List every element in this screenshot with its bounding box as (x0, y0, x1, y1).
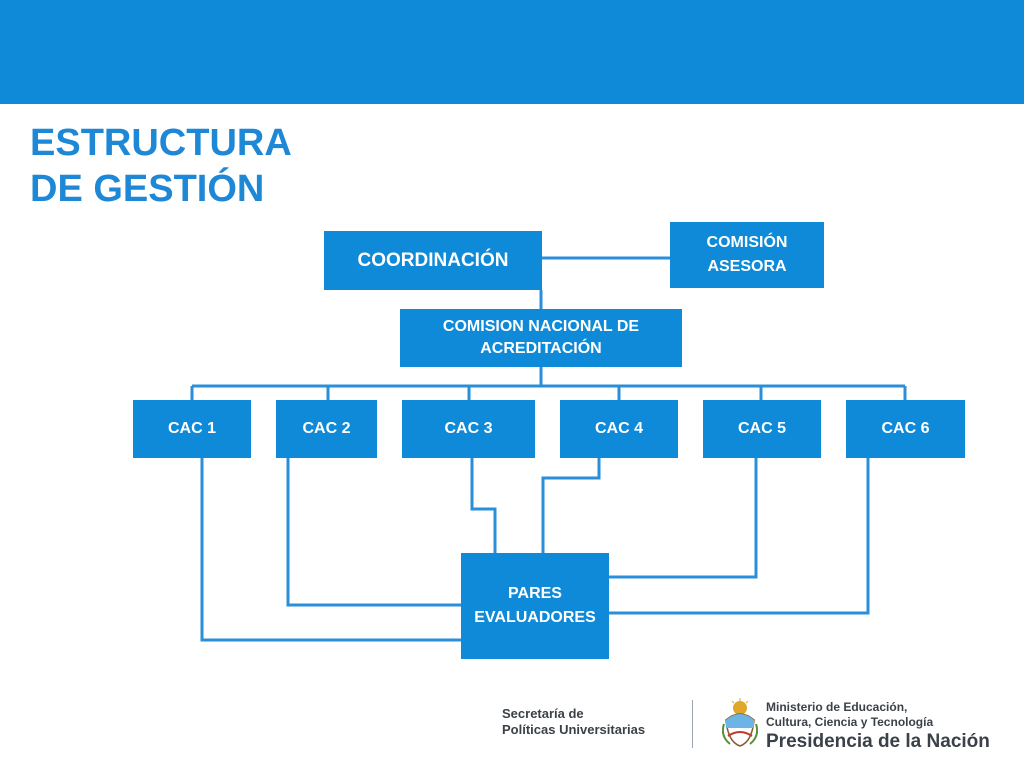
cac-5-box: CAC 5 (703, 400, 821, 458)
cac-3-label: CAC 3 (444, 420, 493, 437)
title-line-1: ESTRUCTURA (30, 122, 292, 164)
ministerio-line-1: Ministerio de Educación, (766, 700, 908, 714)
coat-of-arms-icon (722, 698, 758, 747)
cac-2-box: CAC 2 (276, 400, 377, 458)
comision-asesora-line-1: COMISIÓN (706, 234, 788, 251)
line-cac4-pares (541, 458, 601, 553)
comision-asesora-line-2: ASESORA (707, 258, 787, 275)
comision-nacional-line-2: ACREDITACIÓN (480, 340, 602, 357)
comision-nacional-line-1: COMISION NACIONAL DE (442, 318, 640, 335)
cac-6-label: CAC 6 (881, 420, 930, 437)
cac-6-box: CAC 6 (846, 400, 965, 458)
comision-nacional-box: COMISION NACIONAL DE ACREDITACIÓN (400, 309, 682, 367)
footer-divider (692, 700, 693, 748)
line-cac6-pares (609, 458, 870, 615)
title-line-2: DE GESTIÓN (30, 168, 265, 210)
ministerio-logo-text: Ministerio de Educación, Cultura, Cienci… (766, 700, 990, 753)
cac-5-label: CAC 5 (737, 420, 786, 437)
secretaria-logo-text: Secretaría de Políticas Universitarias (502, 706, 645, 738)
cac-4-label: CAC 4 (594, 420, 643, 437)
pares-evaluadores-line-1: PARES (508, 585, 562, 602)
secretaria-line-2: Políticas Universitarias (502, 722, 646, 737)
comision-asesora-box: COMISIÓN ASESORA (670, 222, 824, 288)
cac-3-box: CAC 3 (402, 400, 535, 458)
pares-evaluadores-line-2: EVALUADORES (474, 609, 596, 626)
cac-1-box: CAC 1 (133, 400, 251, 458)
coordinacion-label: COORDINACIÓN (357, 249, 509, 271)
cac-1-label: CAC 1 (167, 420, 216, 437)
pares-evaluadores-box: PARES EVALUADORES (461, 553, 609, 659)
line-cac5-pares (609, 458, 758, 579)
line-cac3-pares (470, 458, 497, 553)
cac-2-label: CAC 2 (302, 420, 351, 437)
header-band (0, 0, 1024, 104)
cac-4-box: CAC 4 (560, 400, 678, 458)
coordinacion-box: COORDINACIÓN (324, 231, 542, 290)
ministerio-line-3: Presidencia de la Nación (766, 731, 990, 752)
secretaria-line-1: Secretaría de (502, 706, 584, 721)
line-cac2-pares (286, 458, 461, 607)
line-cac1-pares (200, 458, 461, 642)
ministerio-line-2: Cultura, Ciencia y Tecnología (766, 715, 934, 729)
page-title: ESTRUCTURA DE GESTIÓN (30, 120, 292, 212)
